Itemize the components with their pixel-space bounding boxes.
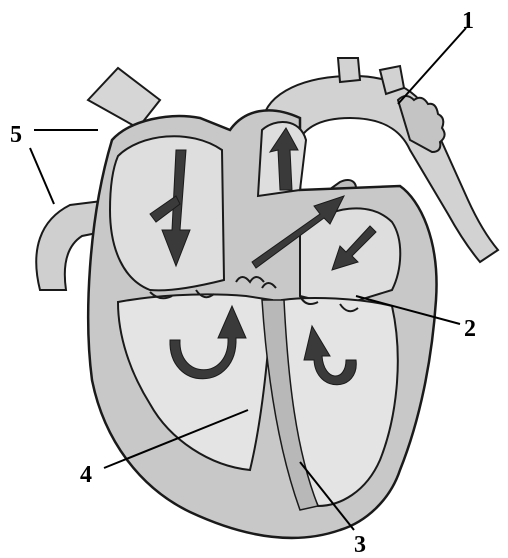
pulmonary-veins-right xyxy=(398,96,445,152)
leader-line-1 xyxy=(398,28,466,104)
label-5: 5 xyxy=(10,122,22,148)
leader-line-5b xyxy=(30,148,54,204)
aortic-branch-1 xyxy=(338,58,360,82)
label-4: 4 xyxy=(80,462,92,488)
label-1: 1 xyxy=(462,8,474,34)
label-2: 2 xyxy=(464,316,476,342)
label-3: 3 xyxy=(354,532,366,558)
